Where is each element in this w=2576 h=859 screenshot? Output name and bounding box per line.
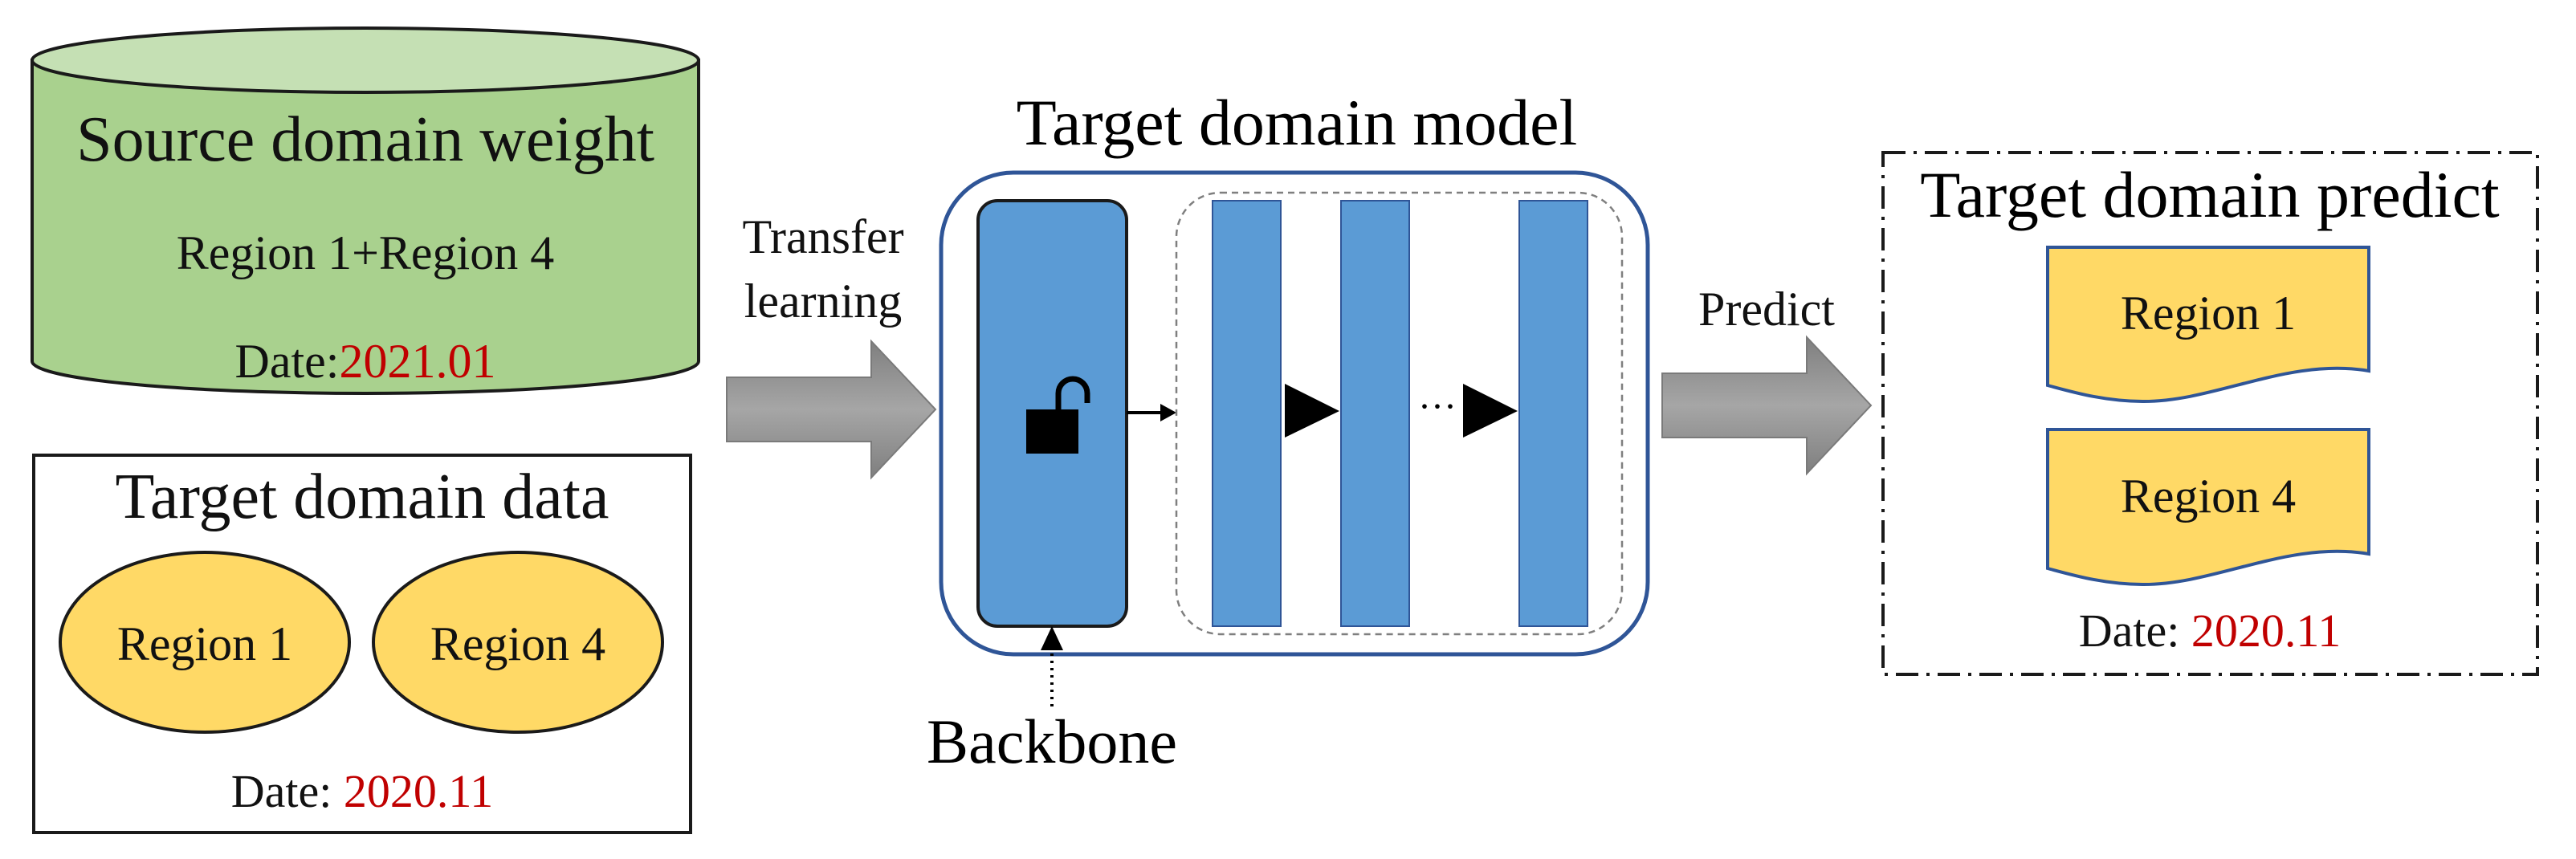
region-1-document-shape xyxy=(2046,246,2370,404)
region-4-ellipse xyxy=(372,551,664,734)
head-layers-frame xyxy=(1175,191,1624,636)
layer-arrow-1 xyxy=(1285,384,1339,438)
region-4-document-shape xyxy=(2046,428,2370,587)
layer-ellipsis: ··· xyxy=(1418,385,1457,428)
predict-frame xyxy=(1881,151,2539,676)
model-title-part2: model xyxy=(1396,86,1577,159)
date-value: 2020.11 xyxy=(344,765,493,817)
layer-bar-1 xyxy=(1212,200,1282,627)
source-weight-date: Date:2021.01 xyxy=(235,335,496,388)
cylinder-body xyxy=(31,59,700,395)
cylinder-top xyxy=(31,26,700,94)
target-domain-predict-box: Target domain predict Region 1 Region 4 … xyxy=(1881,151,2539,676)
date-prefix: Date: xyxy=(2079,605,2191,657)
date-value: 2021.01 xyxy=(339,335,495,388)
layer-bar-3 xyxy=(1518,200,1588,627)
target-data-title: Target domain data xyxy=(116,462,609,532)
backbone-to-head-arrow xyxy=(1127,404,1176,421)
target-domain-data-box: Target domain data Region 1 Region 4 Dat… xyxy=(32,454,692,834)
predict-title: Target domain predict xyxy=(1920,158,2500,231)
unlock-icon xyxy=(1026,376,1090,454)
target-data-date: Date: 2020.11 xyxy=(231,765,493,817)
region-1-label: Region 1 xyxy=(117,617,292,670)
region-1-ellipse xyxy=(59,551,351,734)
target-domain-model: Target domain model ··· Backbone xyxy=(927,86,1650,776)
predict-date: Date: 2020.11 xyxy=(2079,605,2341,657)
source-domain-weight-cylinder: Source domain weight Region 1+Region 4 D… xyxy=(31,26,700,395)
region-4-label: Region 4 xyxy=(430,617,605,670)
backbone-pointer-arrow xyxy=(1041,626,1063,706)
gray-block-arrow xyxy=(726,339,937,480)
predict-region-4-label: Region 4 xyxy=(2121,470,2296,523)
predict-region-1-label: Region 1 xyxy=(2121,287,2296,340)
date-prefix: Date: xyxy=(231,765,344,817)
backbone-label: Backbone xyxy=(927,706,1177,776)
predict-label: Predict xyxy=(1698,283,1835,336)
date-prefix: Date: xyxy=(235,335,340,388)
predict-arrow: Predict xyxy=(1661,283,1873,476)
date-value: 2020.11 xyxy=(2191,605,2341,657)
transfer-learning-arrow: Transfer learning xyxy=(726,210,937,480)
layer-bar-2 xyxy=(1340,200,1410,627)
transfer-label-line1: Transfer xyxy=(742,210,903,263)
model-title-part1: Target domain xyxy=(1017,86,1396,159)
source-weight-title: Source domain weight xyxy=(76,104,654,175)
source-weight-regions: Region 1+Region 4 xyxy=(177,226,554,279)
layer-arrow-2 xyxy=(1463,384,1518,438)
gray-block-arrow xyxy=(1661,335,1873,476)
model-title: Target domain model xyxy=(1017,86,1578,159)
transfer-label-line2: learning xyxy=(744,275,903,328)
